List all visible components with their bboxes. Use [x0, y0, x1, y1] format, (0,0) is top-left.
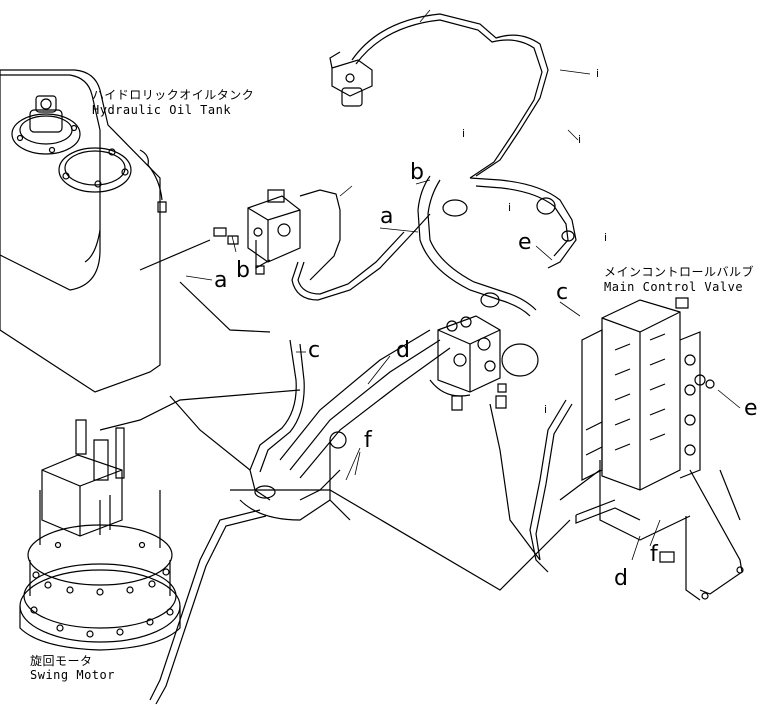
callout-a-left: a [214, 268, 228, 293]
callout-b-top: b [410, 160, 424, 185]
solenoid-valve-block [214, 190, 300, 274]
callout-d-bottom: d [614, 566, 628, 591]
hydraulic-oil-tank [0, 70, 166, 392]
swing-motor-label-en: Swing Motor [30, 668, 115, 682]
callout-c-left: c [308, 338, 321, 363]
callout-f-center: f [364, 428, 372, 453]
mark-i-6: i [544, 403, 548, 416]
hydraulic-oil-tank-label-jp: ハイドロリックオイルタンク [92, 88, 255, 102]
main-control-valve-label-jp: メインコントロールバルブ [604, 265, 755, 279]
callout-f-bottom: f [650, 542, 658, 567]
hydraulic-oil-tank-label-en: Hydraulic Oil Tank [92, 103, 232, 117]
main-control-valve [576, 298, 743, 600]
mark-i-1: i [596, 67, 600, 80]
mark-i-3: i [462, 127, 466, 140]
swing-valve-block [430, 316, 538, 410]
swing-motor-label-jp: 旋回モータ [30, 654, 93, 668]
callout-a-right: a [380, 204, 394, 229]
mark-i-2: i [578, 133, 582, 146]
callout-b-left: b [236, 258, 250, 283]
swing-motor [20, 420, 180, 650]
mark-i-4: i [508, 201, 512, 214]
main-control-valve-label-en: Main Control Valve [604, 280, 744, 294]
callout-c-right: c [556, 280, 569, 305]
callout-e-top: e [518, 230, 532, 255]
callout-e-right: e [744, 396, 758, 421]
top-accumulator-device [330, 52, 372, 106]
callout-d-center: d [396, 338, 410, 363]
hoses [100, 14, 740, 704]
mark-i-5: i [604, 231, 608, 244]
leader-lines [186, 10, 740, 560]
